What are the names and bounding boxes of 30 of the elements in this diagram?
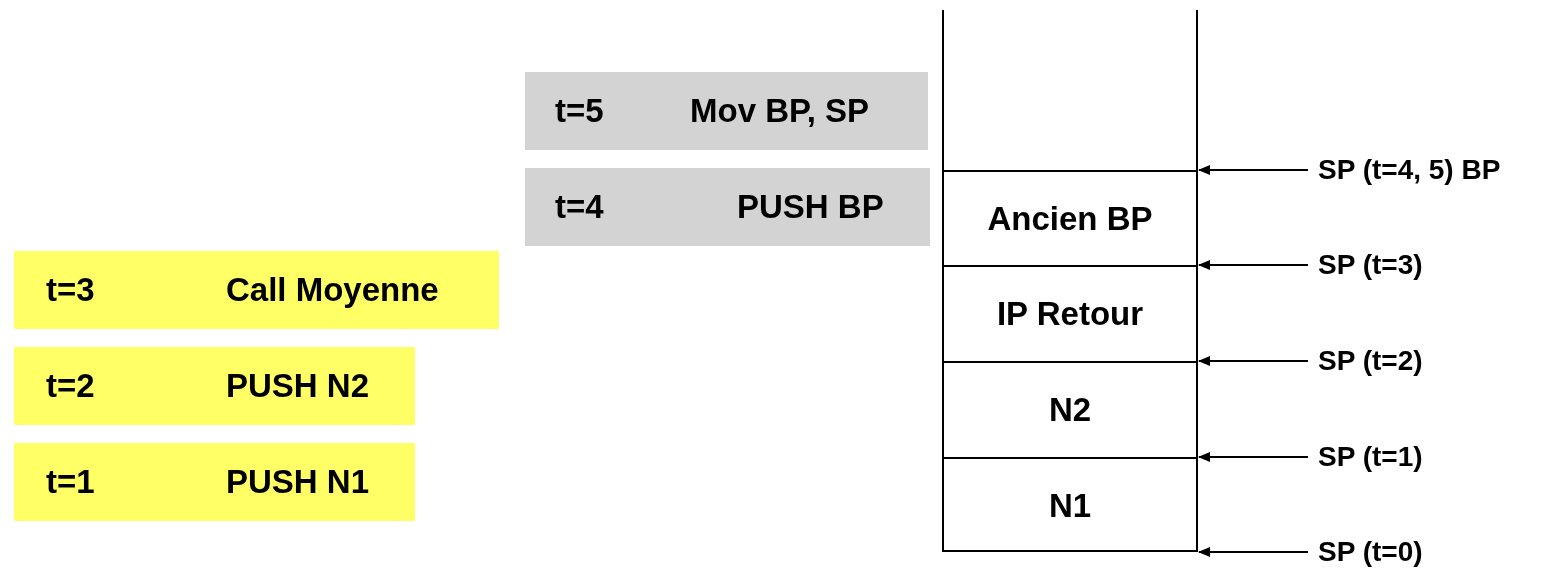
- pointer-label: SP (t=0): [1318, 536, 1423, 568]
- pointer-label: SP (t=2): [1318, 345, 1423, 377]
- pointer-label: SP (t=1): [1318, 441, 1423, 473]
- time-step-label: t=2: [46, 367, 95, 405]
- stack-cell: N2: [944, 361, 1196, 457]
- arrow: [1198, 356, 1309, 366]
- instruction-box: [14, 443, 415, 521]
- instruction-text: PUSH N2: [226, 367, 370, 405]
- instruction-box: [14, 251, 499, 329]
- stack-cell: IP Retour: [944, 265, 1196, 361]
- instruction-box: [525, 72, 928, 150]
- instruction-box: [525, 168, 930, 246]
- instruction-text: Call Moyenne: [226, 271, 439, 309]
- stack-cell: Ancien BP: [944, 170, 1196, 265]
- pointer-label: SP (t=3): [1318, 249, 1423, 281]
- time-step-label: t=3: [46, 271, 95, 309]
- time-step-label: t=4: [555, 188, 604, 226]
- time-step-label: t=1: [46, 463, 95, 501]
- instruction-text: PUSH BP: [737, 188, 884, 226]
- arrow: [1198, 165, 1309, 175]
- stack-column: [942, 10, 1198, 552]
- instruction-text: Mov BP, SP: [690, 92, 870, 130]
- instruction-box: [14, 347, 415, 425]
- pointer-label: SP (t=4, 5) BP: [1318, 154, 1501, 186]
- arrow: [1198, 452, 1309, 462]
- instruction-text: PUSH N1: [226, 463, 370, 501]
- stack-cell: N1: [944, 457, 1196, 552]
- time-step-label: t=5: [555, 92, 604, 130]
- arrow: [1198, 260, 1309, 270]
- arrow: [1198, 547, 1309, 557]
